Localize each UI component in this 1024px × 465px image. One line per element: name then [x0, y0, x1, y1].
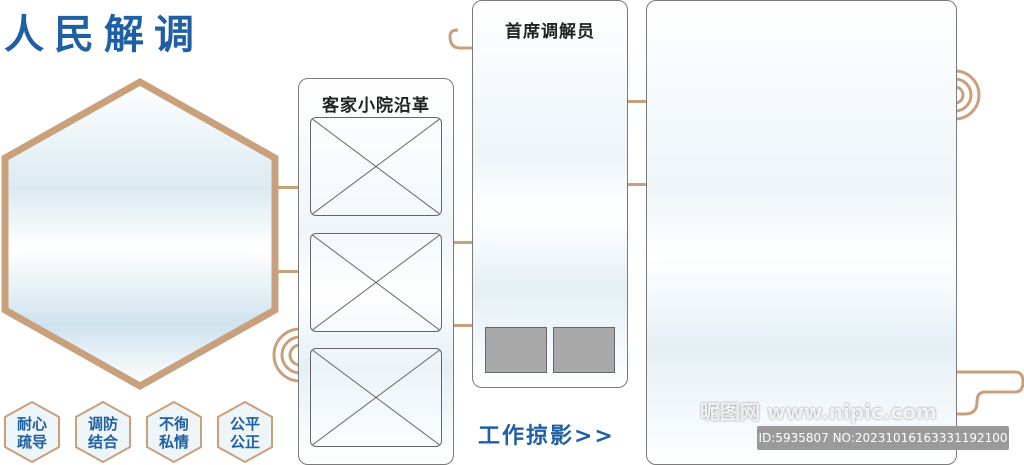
mediator-panel: 首席调解员	[472, 0, 628, 388]
connector	[276, 270, 300, 273]
value-badge: 调防结合	[74, 400, 132, 464]
value-text: 私情	[158, 433, 189, 451]
history-title: 客家小院沿革	[322, 96, 430, 116]
page-title: 人民解调	[4, 12, 204, 58]
photo-placeholder	[553, 327, 615, 373]
history-panel: 客家小院沿革	[298, 78, 454, 465]
image-placeholder	[310, 348, 442, 447]
value-text: 疏导	[16, 433, 47, 451]
cloud-ornament	[448, 28, 474, 50]
value-text: 不徇	[158, 415, 189, 433]
photo-placeholder	[485, 327, 547, 373]
watermark-id: ID:5935807 NO:20231016163331192100	[757, 426, 1009, 450]
value-badge: 不徇私情	[145, 400, 203, 464]
connector	[626, 183, 648, 186]
value-badge: 耐心疏导	[3, 400, 61, 464]
value-badge: 公平公正	[216, 400, 274, 464]
value-text: 结合	[87, 433, 118, 451]
gallery-panel	[646, 0, 957, 465]
mediator-title: 首席调解员	[505, 22, 595, 42]
hexagon-frame	[1, 77, 279, 391]
connector	[626, 100, 648, 103]
value-text: 耐心	[16, 415, 47, 433]
value-text: 调防	[87, 415, 118, 433]
works-label: 工作掠影>>	[478, 424, 615, 449]
value-text: 公平	[229, 415, 260, 433]
connector	[452, 241, 474, 244]
connector	[452, 324, 474, 327]
connector	[276, 186, 300, 189]
image-placeholder	[310, 233, 442, 332]
watermark-site: 昵图网 www.nipic.com	[700, 400, 937, 424]
image-placeholder	[310, 117, 442, 216]
value-text: 公正	[229, 433, 260, 451]
cloud-ornament	[955, 370, 1024, 416]
